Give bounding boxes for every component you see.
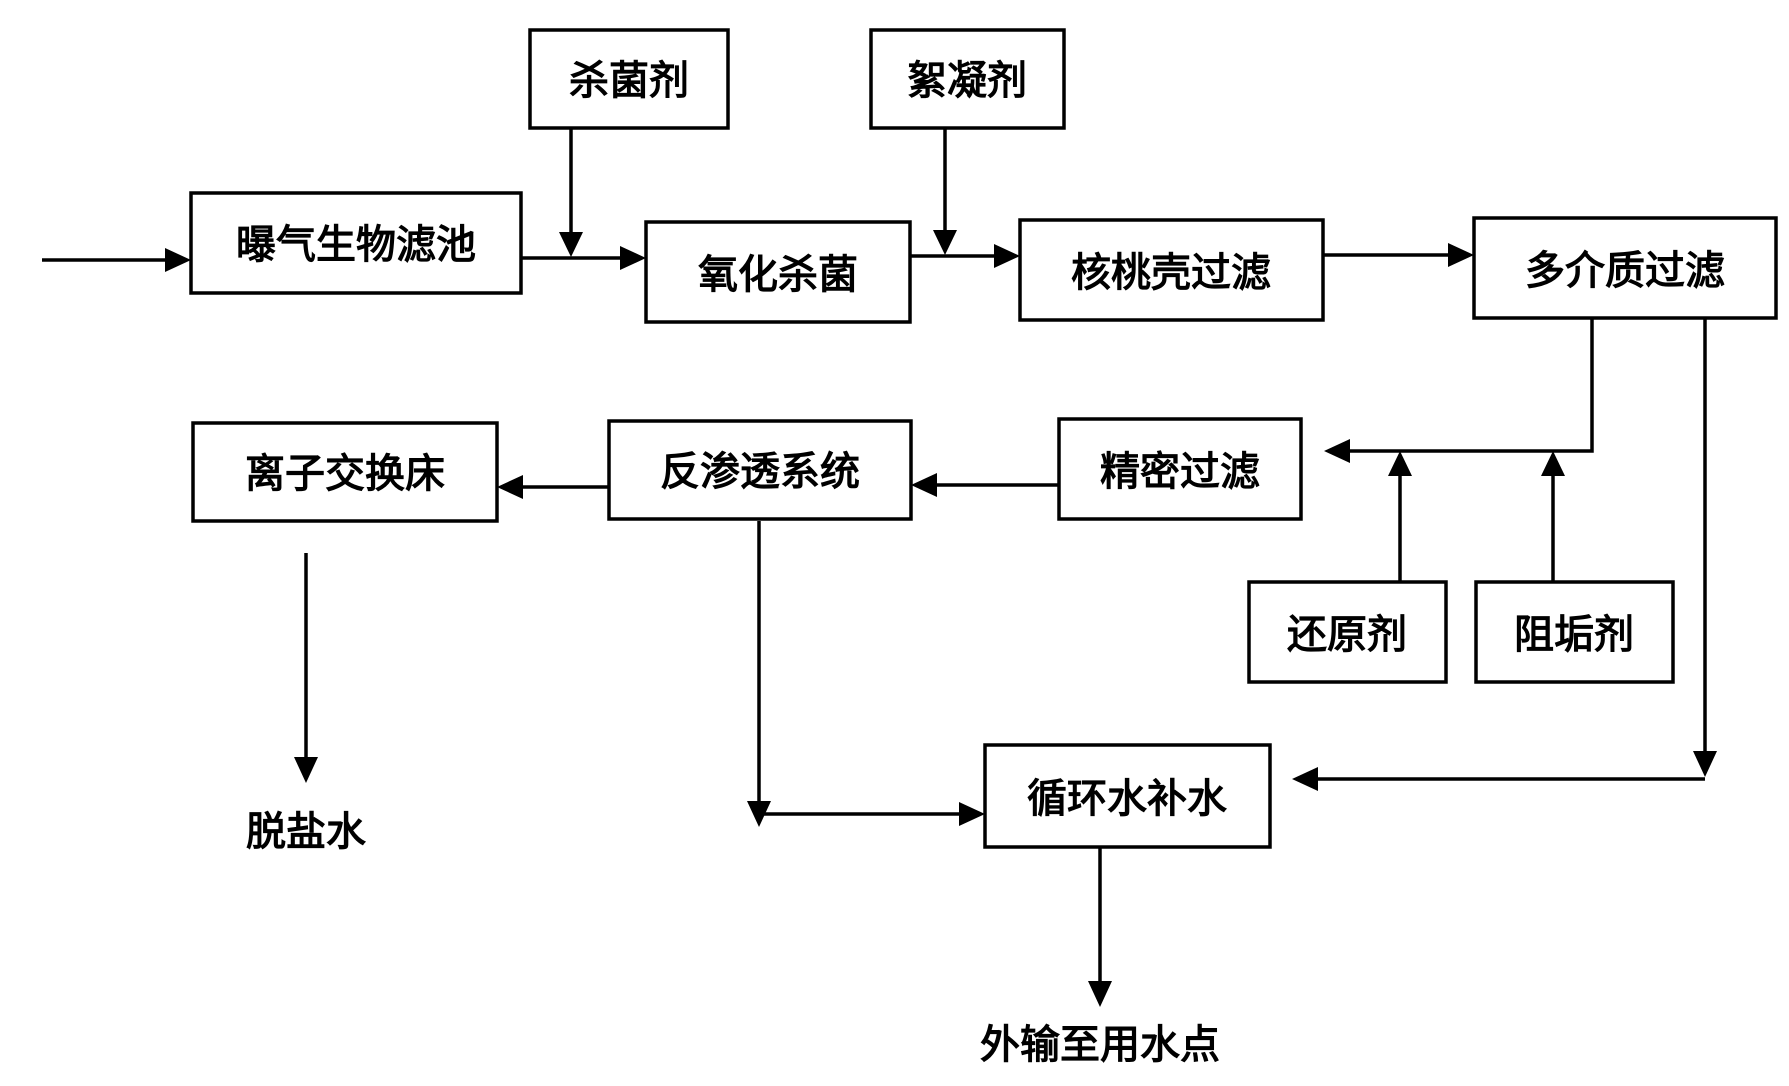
node-scale-inhibitor: 阻垢剂 (1474, 580, 1675, 684)
flocculant-dosing-arrow (933, 230, 957, 255)
inlet-arrow (165, 248, 191, 272)
node-reverse-osmosis-label: 反渗透系统 (660, 449, 860, 495)
walnut-to-multimedia-arrow (1448, 243, 1474, 267)
node-walnut-shell-filter-label: 核桃壳过滤 (1071, 250, 1271, 296)
node-circulating-makeup: 循环水补水 (983, 743, 1272, 849)
node-multimedia-filter: 多介质过滤 (1472, 216, 1778, 320)
makeup-to-export-arrow (1088, 981, 1112, 1007)
multimedia-to-precision-line (1345, 318, 1594, 453)
node-multimedia-filter-label: 多介质过滤 (1525, 248, 1725, 294)
ion-exchange-to-desalinated-arrow (294, 757, 318, 783)
precision-to-ro-arrow (911, 473, 937, 497)
node-circulating-makeup-label: 循环水补水 (1027, 776, 1228, 822)
node-scale-inhibitor-label: 阻垢剂 (1514, 612, 1634, 658)
node-reducing-agent: 还原剂 (1247, 580, 1448, 684)
biofilter-to-oxidation-arrow (620, 246, 646, 270)
node-bactericide: 杀菌剂 (528, 28, 730, 130)
node-aerated-biofilter-label: 曝气生物滤池 (236, 222, 476, 268)
output-desalinated-water: 脱盐水 (246, 809, 367, 855)
node-reverse-osmosis: 反渗透系统 (607, 419, 913, 521)
node-precision-filter: 精密过滤 (1057, 417, 1303, 521)
node-flocculant: 絮凝剂 (869, 28, 1066, 130)
node-ion-exchange-bed: 离子交换床 (191, 421, 499, 523)
output-export-to-users: 外输至用水点 (980, 1022, 1220, 1068)
node-flocculant-label: 絮凝剂 (907, 58, 1027, 104)
node-aerated-biofilter: 曝气生物滤池 (189, 191, 523, 295)
multimedia-to-precision-arrow (1324, 439, 1350, 463)
node-reducing-agent-label: 还原剂 (1287, 612, 1407, 658)
scale-inhibitor-dosing-arrow (1541, 451, 1565, 476)
multimedia-bypass-to-makeup-arrow (1292, 767, 1318, 791)
node-precision-filter-label: 精密过滤 (1100, 449, 1260, 495)
node-bactericide-label: 杀菌剂 (569, 58, 689, 104)
node-walnut-shell-filter: 核桃壳过滤 (1018, 218, 1325, 322)
ro-to-makeup-arrow (959, 802, 985, 826)
reducing-agent-dosing-arrow (1388, 451, 1412, 476)
multimedia-bypass-down-arrow (1693, 751, 1717, 777)
oxidation-to-walnut-arrow (994, 244, 1020, 268)
node-oxidative-sterilization-label: 氧化杀菌 (698, 252, 858, 298)
bactericide-dosing-arrow (559, 232, 583, 257)
ro-to-ion-exchange-arrow (497, 475, 523, 499)
node-ion-exchange-bed-label: 离子交换床 (245, 451, 445, 497)
node-oxidative-sterilization: 氧化杀菌 (644, 220, 912, 324)
